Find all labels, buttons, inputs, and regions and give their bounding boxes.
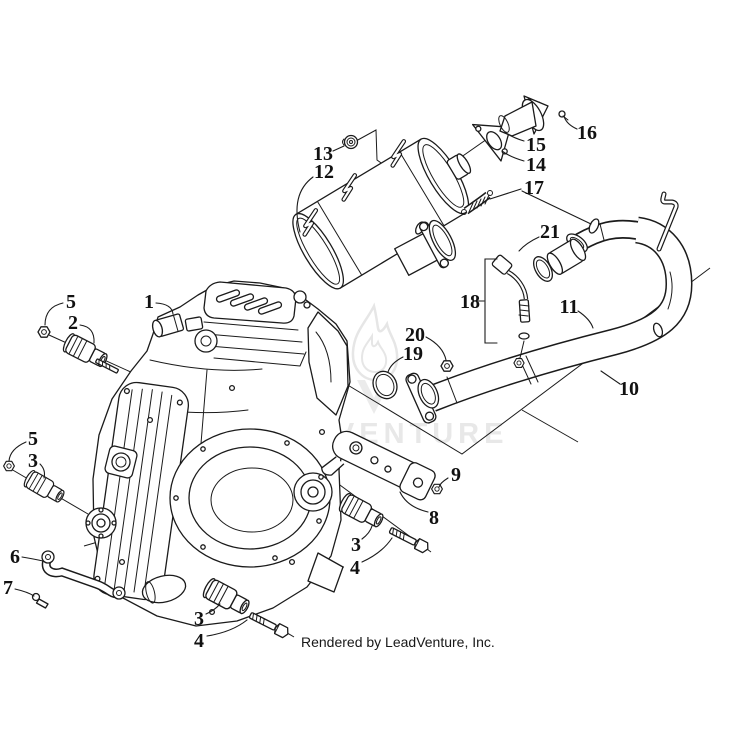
callout-11-label: 11 (560, 296, 579, 318)
callout-leader-10 (600, 370, 621, 385)
callout-leader-3d (361, 525, 373, 540)
callout-8-label: 8 (429, 507, 439, 529)
carb-bore (194, 329, 218, 353)
mount-nut (3, 460, 15, 472)
exhaust-port-flange (104, 445, 138, 479)
breather-port (293, 290, 307, 304)
callout-19-label: 19 (403, 343, 423, 365)
callout-leader-4d (361, 537, 393, 563)
watermark-flame-icon (351, 302, 399, 382)
output-flange (85, 507, 117, 539)
callout-5a-label: 5 (66, 291, 76, 313)
muffler (292, 137, 472, 290)
support-bracket (41, 550, 126, 600)
inlet-flange (405, 372, 440, 424)
starter-motor (141, 574, 187, 604)
watermark-flame-inner (360, 332, 388, 374)
callout-16-label: 16 (577, 122, 597, 144)
callout-leader-8 (399, 491, 429, 513)
callout-2-label: 2 (68, 312, 78, 334)
callout-13-label: 13 (313, 143, 333, 165)
spring (461, 190, 493, 215)
callout-leader-3c (205, 603, 221, 615)
callout-leader-17 (489, 188, 522, 200)
callout-4c-label: 4 (194, 630, 204, 652)
callout-leader-5b (8, 441, 27, 462)
callout-leader-11 (577, 310, 594, 329)
callout-7-label: 7 (3, 577, 13, 599)
callout-1-label: 1 (144, 291, 154, 313)
callout-3c-label: 3 (194, 608, 204, 630)
callout-leader-12 (296, 176, 314, 233)
outlet-tip (498, 95, 549, 137)
engine (85, 280, 351, 627)
callout-9-label: 9 (451, 464, 461, 486)
mount-bracket (321, 430, 436, 501)
callout-18-label: 18 (460, 291, 480, 313)
callout-leader-6 (21, 556, 44, 562)
engine-mount-bushing (336, 491, 387, 532)
callout-leader-14 (501, 150, 525, 162)
callout-leader-17-1 (521, 190, 592, 225)
bracket-nut (431, 483, 443, 495)
callout-leader-13 (332, 145, 345, 152)
tip-screw (558, 110, 569, 121)
pipe-weld-seams (446, 223, 673, 404)
callout-3b-label: 3 (28, 450, 38, 472)
callout-leader-19 (387, 356, 404, 373)
tailpipe-assembly (426, 191, 693, 412)
intake-spigot (151, 313, 185, 338)
cvt-cover (169, 428, 333, 568)
callout-5b-label: 5 (28, 428, 38, 450)
callout-leader-7 (14, 588, 35, 597)
seal-ring (372, 370, 398, 400)
callout-leader-16 (563, 115, 578, 130)
callout-leader-3b (39, 463, 46, 479)
flange-nut (440, 360, 454, 372)
cam-side-cover (307, 311, 349, 416)
footer-credit: Rendered by LeadVenture, Inc. (301, 634, 495, 650)
callout-17-label: 17 (524, 177, 544, 199)
mount-bolt (247, 609, 291, 640)
callout-leader-21 (518, 236, 540, 252)
callout-20-label: 20 (405, 324, 425, 346)
gasket-plate (472, 123, 512, 162)
coupler-ring (532, 256, 554, 282)
callout-6-label: 6 (10, 546, 20, 568)
bracket-screw (31, 592, 49, 609)
callout-12-label: 12 (314, 161, 334, 183)
coupler-sleeve (546, 238, 587, 275)
callout-3d-label: 3 (351, 534, 361, 556)
callout-leader-2 (79, 324, 95, 344)
mount-nut (37, 326, 51, 338)
head-fins (203, 321, 305, 355)
aux-line-6 (521, 409, 579, 443)
callout-leader-15 (504, 131, 525, 142)
callout-leader-5a (44, 302, 64, 326)
callout-10-label: 10 (619, 378, 639, 400)
callout-leader-20 (425, 336, 447, 361)
callout-15-label: 15 (526, 134, 546, 156)
callout-leader-1 (155, 302, 174, 315)
o2-sensor (491, 254, 531, 368)
callout-leader-9 (438, 477, 449, 488)
grommet (342, 134, 359, 150)
callout-14-label: 14 (526, 154, 546, 176)
mount-lug (307, 552, 344, 593)
valve-cover-fins (215, 289, 283, 315)
callout-leader-4c (206, 619, 248, 637)
muffler-inlet (394, 219, 457, 276)
callout-4d-label: 4 (350, 557, 360, 579)
callout-leader-18-1 (484, 258, 498, 344)
callout-21-label: 21 (540, 221, 560, 243)
pipe-hook-tab (652, 322, 664, 338)
mount-bolt (387, 524, 431, 555)
